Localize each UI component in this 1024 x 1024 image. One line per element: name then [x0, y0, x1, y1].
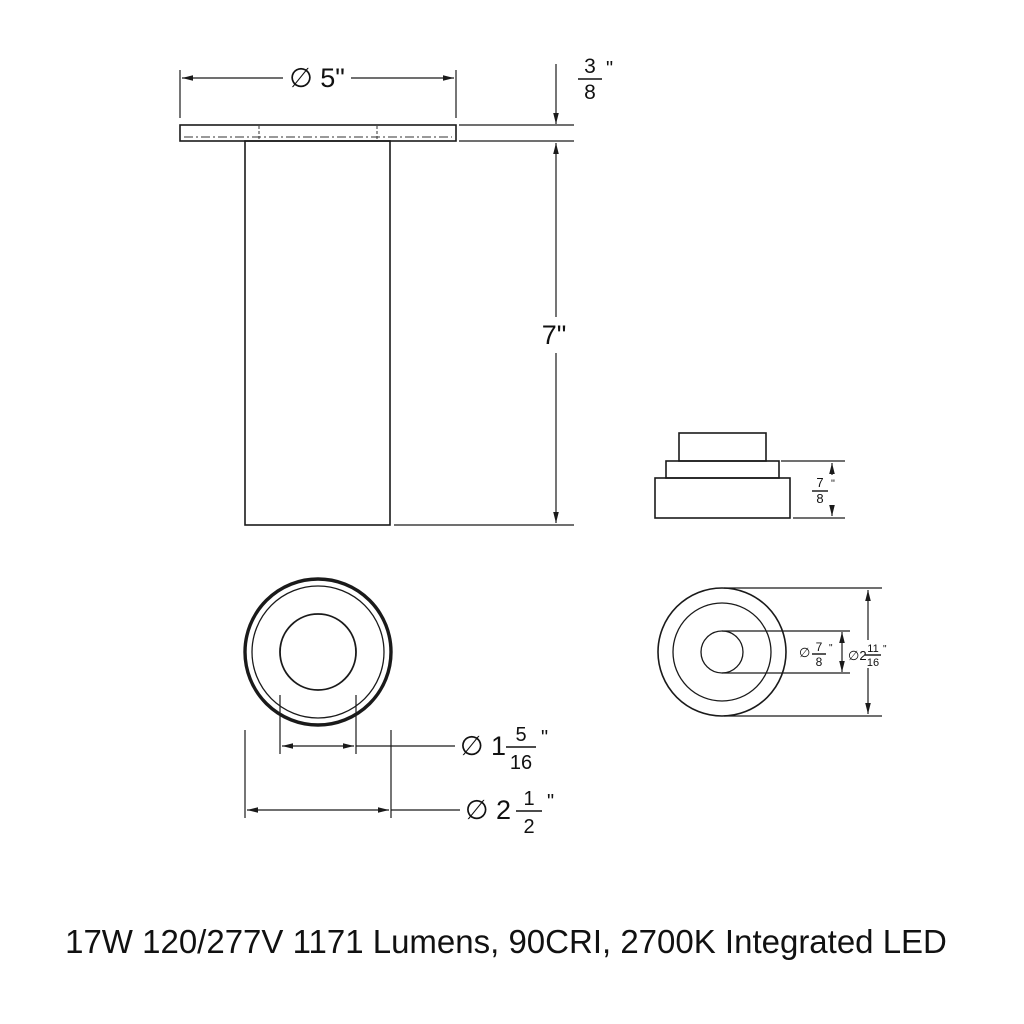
dim-canopy-diameter: ∅2 11 16 " — [724, 587, 895, 717]
canopy-flange — [665, 460, 780, 479]
bottom-view — [243, 577, 393, 727]
dim-canopy-height: 7 8 " — [781, 460, 845, 519]
dim-body-diameter: ∅ 2 1 2 " — [244, 730, 554, 838]
lamp-aperture — [279, 613, 357, 691]
cylinder-outer-edge — [243, 577, 393, 727]
canopy-diameter-prefix: ∅2 — [848, 648, 867, 663]
canopy-top-block — [678, 432, 767, 462]
canopy-height-unit: " — [831, 478, 835, 490]
body-diameter-unit: " — [547, 791, 554, 813]
aperture-diameter-denominator: 16 — [510, 752, 532, 774]
canopy-height-denominator: 8 — [816, 491, 823, 506]
dim-plate-thickness: 3 8 " — [459, 55, 613, 142]
canopy-side-view — [654, 432, 791, 519]
canopy-hole-prefix: ∅ — [799, 645, 810, 660]
canopy-hole-unit: " — [829, 643, 833, 654]
cylinder-body — [244, 140, 391, 526]
label-backing — [536, 317, 574, 353]
canopy-diameter-numerator: 11 — [867, 643, 878, 655]
dim-aperture-diameter: ∅ 1 5 16 " — [279, 695, 548, 774]
spec-text: 17W 120/277V 1171 Lumens, 90CRI, 2700K I… — [65, 923, 947, 960]
body-height-label: 7" — [542, 320, 567, 350]
plate-diameter-label: ∅ 5" — [289, 63, 345, 93]
body-diameter-numerator: 1 — [523, 788, 534, 810]
dim-canopy-hole-diameter: ∅ 7 8 " — [722, 630, 850, 674]
plate-thickness-denominator: 8 — [584, 81, 596, 104]
side-view — [179, 124, 457, 526]
canopy-inner-ring — [672, 602, 772, 702]
dim-body-height: 7" — [394, 143, 574, 526]
mounting-plate — [179, 124, 457, 142]
label-backing — [806, 475, 842, 505]
canopy-top-view — [657, 587, 787, 717]
canopy-center-hole — [700, 630, 744, 674]
dim-plate-diameter: ∅ 5" — [179, 62, 457, 118]
aperture-diameter-numerator: 5 — [515, 724, 526, 746]
canopy-base — [654, 477, 791, 519]
body-diameter-prefix: ∅ 2 — [465, 795, 511, 825]
canopy-outline — [657, 587, 787, 717]
canopy-height-numerator: 7 — [816, 475, 823, 490]
canopy-hole-denominator: 8 — [816, 655, 823, 669]
body-diameter-denominator: 2 — [523, 816, 534, 838]
canopy-diameter-denominator: 16 — [867, 657, 879, 669]
cylinder-inner-wall — [251, 585, 385, 719]
label-backing — [845, 640, 895, 668]
label-backing — [283, 62, 351, 92]
aperture-diameter-prefix: ∅ 1 — [460, 731, 506, 761]
canopy-diameter-unit: " — [883, 644, 887, 655]
plate-thickness-numerator: 3 — [584, 55, 596, 78]
canopy-hole-numerator: 7 — [816, 640, 823, 654]
aperture-diameter-unit: " — [541, 727, 548, 749]
plate-thickness-unit: " — [606, 58, 613, 80]
